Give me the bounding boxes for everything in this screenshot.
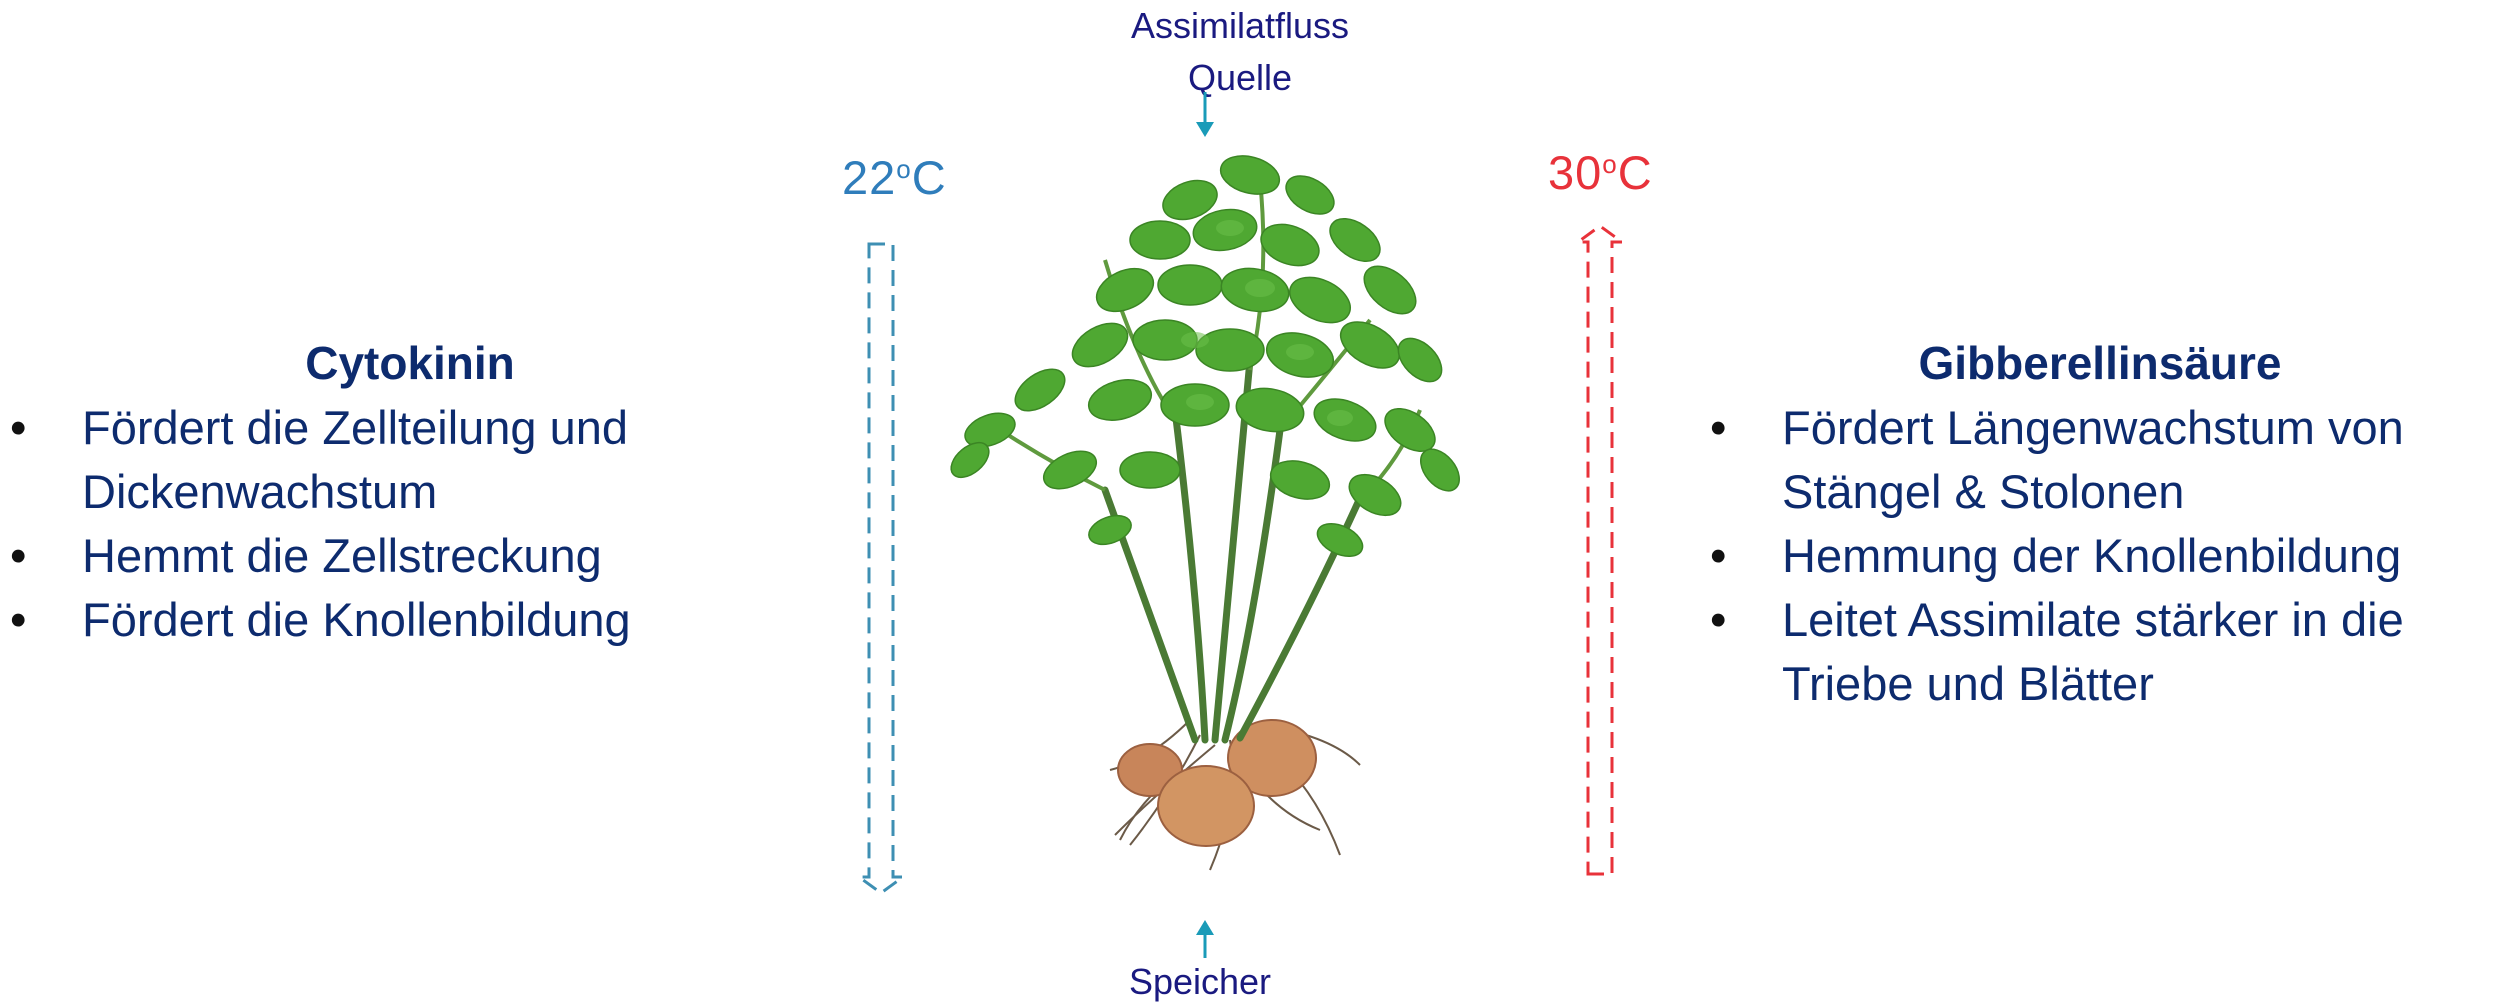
up-dashed-arrow-icon <box>1578 226 1622 874</box>
small-down-arrow-icon <box>1196 92 1214 137</box>
small-up-arrow-icon <box>1196 920 1214 958</box>
down-dashed-arrow-icon <box>859 244 903 893</box>
potato-plant-image <box>945 150 1467 870</box>
